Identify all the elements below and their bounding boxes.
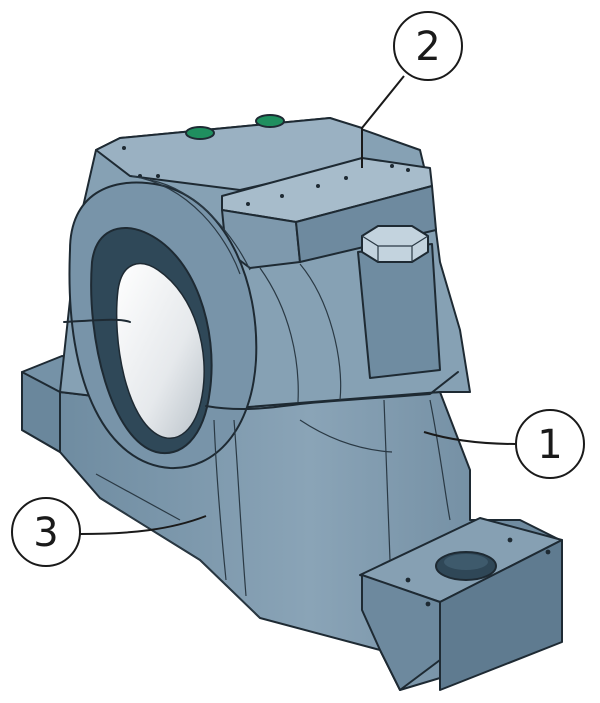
grease-nipples: [185, 114, 285, 140]
callout-label-3: 3: [33, 510, 58, 556]
split-line: [63, 318, 459, 411]
callout-circle-2: [393, 11, 463, 81]
callout-3: 3: [11, 497, 207, 567]
callout-2: 2: [361, 11, 463, 168]
leader-line-3: [79, 515, 207, 535]
callout-label-1: 1: [537, 422, 562, 468]
callout-circle-3: [11, 497, 81, 567]
callout-label-2: 2: [415, 24, 440, 70]
bearing-liner: [115, 262, 205, 439]
cap-bolt: [357, 225, 441, 379]
leader-line-2: [361, 75, 405, 168]
callout-circle-1: [515, 409, 585, 479]
body-contours: [95, 175, 451, 619]
leader-line-1: [423, 431, 517, 445]
housing-illustration: [21, 114, 563, 691]
callout-1: 1: [423, 409, 585, 479]
